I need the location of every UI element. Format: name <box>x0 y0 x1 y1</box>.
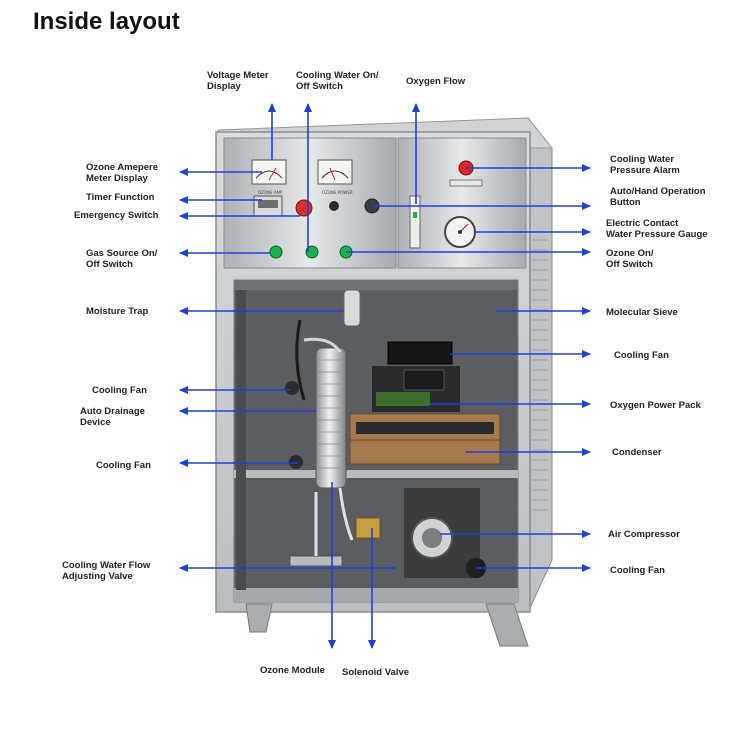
label-ozone-ampere-meter: Ozone Amepere Meter Display <box>86 162 158 184</box>
emergency-stop-button <box>295 199 313 217</box>
cooling-fan-left-upper <box>285 381 299 395</box>
svg-text:OZONE AMP: OZONE AMP <box>258 190 283 195</box>
cabinet: OZONE AMP OZONE POWER <box>215 116 554 647</box>
condenser <box>349 413 501 465</box>
label-cooling-water-alarm: Cooling Water Pressure Alarm <box>610 154 680 176</box>
page-title: Inside layout <box>33 8 180 35</box>
label-voltage-meter: Voltage Meter Display <box>207 70 269 92</box>
label-electric-contact-gauge: Electric Contact Water Pressure Gauge <box>606 218 708 240</box>
label-cooling-fan-left-2: Cooling Fan <box>96 460 151 471</box>
label-auto-drainage: Auto Drainage Device <box>80 406 145 428</box>
label-cooling-fan-right-1: Cooling Fan <box>614 350 669 361</box>
label-cooling-fan-right-2: Cooling Fan <box>610 565 665 576</box>
cooling-water-flow-valve <box>289 555 343 567</box>
oxygen-flowmeter <box>409 195 421 249</box>
side-vent-grille <box>532 239 548 511</box>
label-molecular-sieve: Molecular Sieve <box>606 307 678 318</box>
ozone-module-duct <box>315 347 347 489</box>
cabinet-side-panel <box>527 116 553 613</box>
moisture-trap <box>343 289 361 327</box>
cabinet-leg-left <box>245 603 273 633</box>
cooling-water-switch <box>305 245 319 259</box>
label-cooling-fan-left-1: Cooling Fan <box>92 385 147 396</box>
label-ozone-switch: Ozone On/ Off Switch <box>606 248 654 270</box>
gas-source-switch <box>269 245 283 259</box>
cooling-fan-upper <box>387 341 453 365</box>
svg-text:OZONE POWER: OZONE POWER <box>322 190 353 195</box>
lower-shelf <box>234 588 518 602</box>
auto-hand-knob <box>329 201 339 211</box>
label-cooling-water-switch: Cooling Water On/ Off Switch <box>296 70 379 92</box>
solenoid-valve <box>355 517 381 539</box>
label-gas-source-switch: Gas Source On/ Off Switch <box>86 248 158 270</box>
label-oxygen-flow: Oxygen Flow <box>406 76 466 87</box>
callout-arrows <box>179 103 591 649</box>
cooling-fan-left-lower <box>289 455 303 469</box>
label-air-compressor: Air Compressor <box>608 529 680 540</box>
label-condenser: Condenser <box>612 447 662 458</box>
label-auto-hand-button: Auto/Hand Operation Button <box>610 186 706 208</box>
label-ozone-module: Ozone Module <box>260 665 325 676</box>
label-emergency-switch: Emergency Switch <box>74 210 159 221</box>
label-solenoid-valve: Solenoid Valve <box>342 667 410 678</box>
voltage-meter <box>317 159 353 185</box>
label-oxygen-power-pack: Oxygen Power Pack <box>610 400 701 411</box>
label-timer-function: Timer Function <box>86 192 155 203</box>
middle-shelf <box>234 470 518 478</box>
label-cooling-water-flow-valve: Cooling Water Flow Adjusting Valve <box>62 560 151 582</box>
cabinet-leg-right <box>485 603 529 647</box>
label-moisture-trap: Moisture Trap <box>86 306 149 317</box>
